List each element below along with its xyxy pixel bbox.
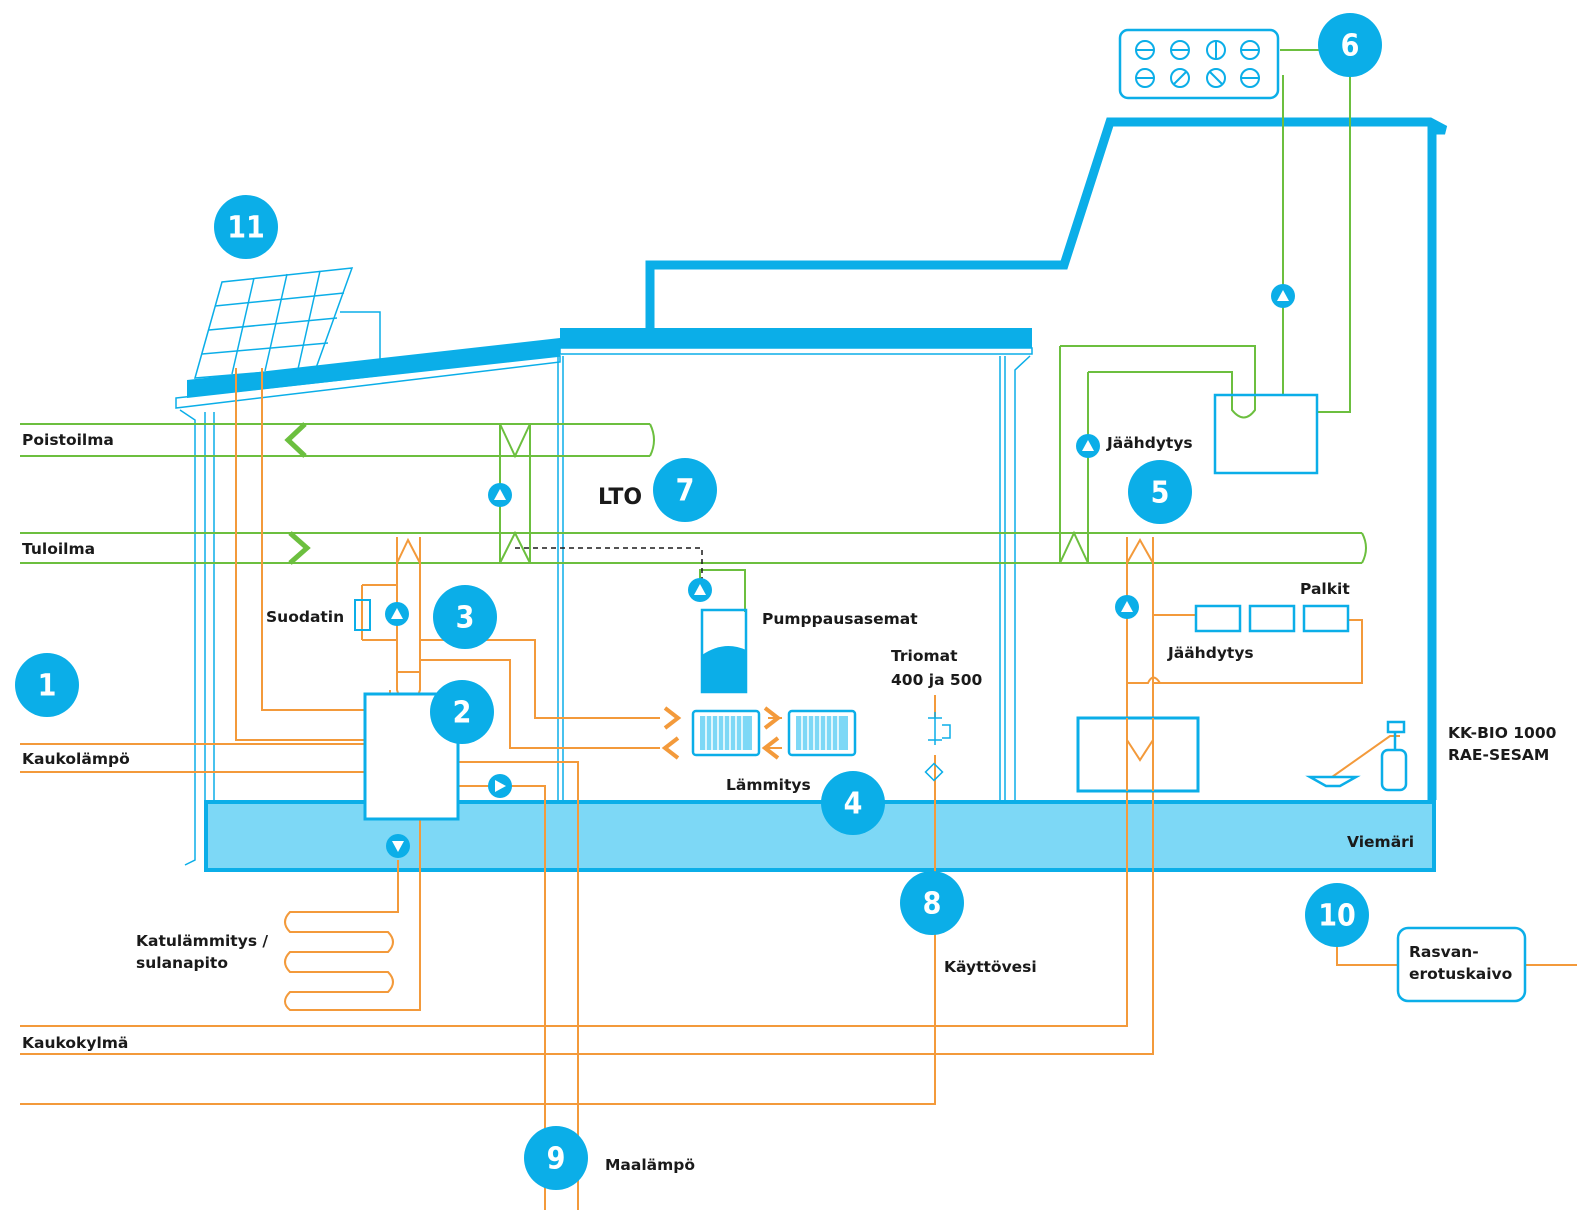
chilled-beam-1 — [1194, 604, 1242, 633]
pump-triangle-icon — [1115, 595, 1139, 619]
middle-roof — [560, 328, 1032, 348]
upper-building-outline — [645, 117, 1448, 800]
foundation — [204, 800, 1436, 872]
middle-wall-left — [557, 356, 564, 800]
label-triomat-1: Triomat — [891, 647, 958, 665]
label-tuloilma: Tuloilma — [22, 540, 95, 558]
label-viemari: Viemäri — [1347, 833, 1414, 851]
label-lto: LTO — [598, 485, 642, 510]
supply-arrow-icon — [288, 531, 311, 565]
svg-text:10: 10 — [1318, 899, 1356, 934]
heat-flow-arrow-icons — [661, 706, 782, 760]
radiator-icon — [691, 709, 761, 757]
label-kkbio-1: KK-BIO 1000 — [1448, 724, 1557, 742]
label-suodatin: Suodatin — [266, 608, 344, 626]
label-pumppausasemat: Pumppausasemat — [762, 610, 918, 628]
left-eave — [175, 355, 561, 409]
svg-text:8: 8 — [923, 887, 942, 922]
label-katulammitys-2: sulanapito — [136, 954, 228, 972]
chilled-beam-3 — [1302, 604, 1350, 633]
building-outline — [175, 117, 1448, 872]
exhaust-arrow-icon — [284, 422, 307, 458]
pump-triangle-icon — [1271, 284, 1295, 308]
pump-station-water — [702, 646, 746, 692]
pump-triangle-icon — [488, 483, 512, 507]
label-rasvan-1: Rasvan- — [1409, 943, 1479, 961]
pump-triangle-icon — [488, 774, 512, 798]
badge-8: 8 — [900, 871, 964, 935]
pump-triangle-icon — [688, 578, 712, 602]
label-kkbio-2: RAE-SESAM — [1448, 746, 1549, 764]
badge-9: 9 — [524, 1126, 588, 1190]
number-badges: 1 2 3 4 5 6 7 8 9 10 11 — [15, 13, 1382, 1190]
svg-text:3: 3 — [456, 601, 475, 636]
badge-3: 3 — [433, 585, 497, 649]
badge-10: 10 — [1305, 883, 1369, 947]
badge-1: 1 — [15, 653, 79, 717]
chilled-beam-2 — [1248, 604, 1296, 633]
pump-triangle-icon — [385, 602, 409, 626]
label-jaahdytys-beam: Jäähdytys — [1167, 644, 1254, 662]
label-jaahdytys-top: Jäähdytys — [1106, 434, 1193, 452]
radiator-icon — [787, 709, 857, 757]
badge-2: 2 — [430, 680, 494, 744]
text-labels: Poistoilma Tuloilma Kaukolämpö Kaukokylm… — [22, 431, 1557, 1174]
svg-text:5: 5 — [1151, 476, 1170, 511]
grease-trap-box — [1396, 926, 1527, 1003]
gas-cylinder-icon — [1380, 720, 1408, 792]
svg-text:1: 1 — [38, 669, 57, 704]
cooling-unit-box — [1213, 393, 1319, 475]
label-kaukolampo: Kaukolämpö — [22, 750, 130, 768]
solar-panel-icon — [193, 267, 381, 379]
label-palkit: Palkit — [1300, 580, 1350, 598]
pump-triangle-icon — [1076, 434, 1100, 458]
label-katulammitys-1: Katulämmitys / — [136, 932, 268, 950]
valve-icon — [924, 712, 951, 782]
rooftop-unit-box — [1118, 28, 1280, 100]
lto-control-line — [515, 547, 703, 582]
label-poistoilma: Poistoilma — [22, 431, 114, 449]
badge-5: 5 — [1128, 460, 1192, 524]
label-kaukokylma: Kaukokylmä — [22, 1034, 128, 1052]
badge-11: 11 — [214, 195, 278, 259]
badge-6: 6 — [1318, 13, 1382, 77]
equipment — [354, 28, 1527, 1003]
svg-text:9: 9 — [547, 1142, 566, 1177]
svg-text:6: 6 — [1341, 29, 1360, 64]
left-downpipe — [179, 409, 196, 866]
left-roof — [187, 338, 560, 398]
label-maalampo: Maalämpö — [605, 1156, 695, 1174]
middle-wall-right — [999, 356, 1006, 800]
floor-drain-icon — [1305, 775, 1361, 788]
cooling-exchanger-box — [1076, 716, 1200, 793]
badge-4: 4 — [821, 771, 885, 835]
label-rasvan-2: erotuskaivo — [1409, 965, 1512, 983]
middle-eave — [559, 347, 1033, 355]
svg-text:7: 7 — [676, 474, 695, 509]
left-wall — [204, 412, 215, 800]
svg-text:11: 11 — [227, 211, 265, 246]
label-lammitys: Lämmitys — [726, 776, 811, 794]
fan-icons — [1135, 40, 1260, 88]
pump-triangle-icon — [386, 834, 410, 858]
air-ducts — [20, 49, 1367, 612]
filter-icon — [354, 599, 371, 631]
label-kayttovesi: Käyttövesi — [944, 958, 1037, 976]
label-triomat-2: 400 ja 500 — [891, 671, 982, 689]
right-downpipe — [1014, 355, 1031, 866]
badge-7: 7 — [653, 458, 717, 522]
pumps — [385, 284, 1295, 858]
svg-text:2: 2 — [453, 696, 472, 731]
svg-text:4: 4 — [844, 787, 863, 822]
